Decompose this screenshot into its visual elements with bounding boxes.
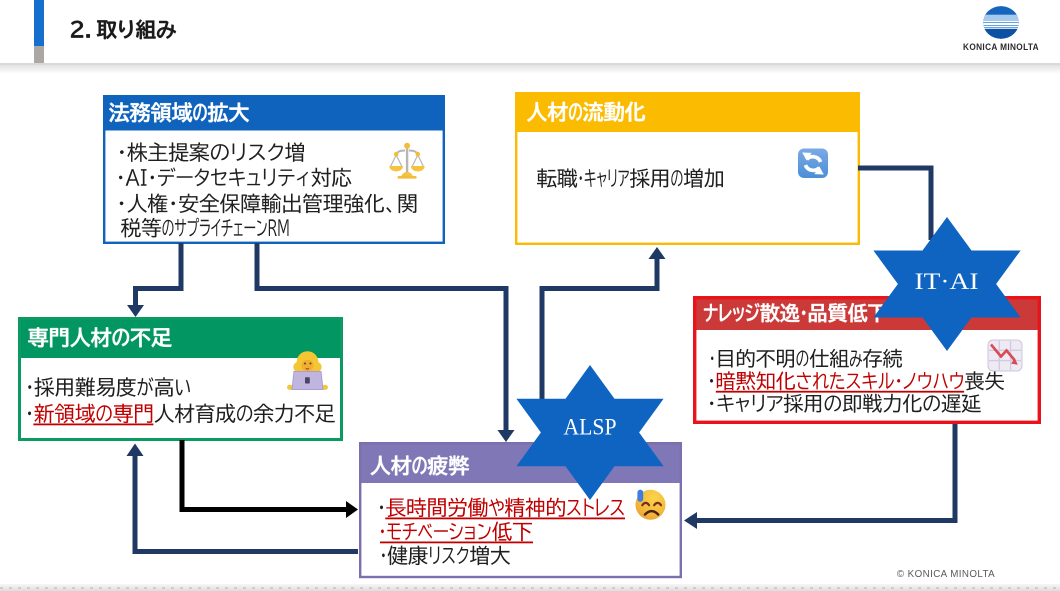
svg-text:© KONICA MINOLTA: © KONICA MINOLTA [897, 569, 995, 580]
svg-text:ALSP: ALSP [564, 415, 617, 440]
svg-text:IT·AI: IT·AI [915, 269, 979, 294]
svg-text:KONICA MINOLTA: KONICA MINOLTA [963, 42, 1039, 52]
